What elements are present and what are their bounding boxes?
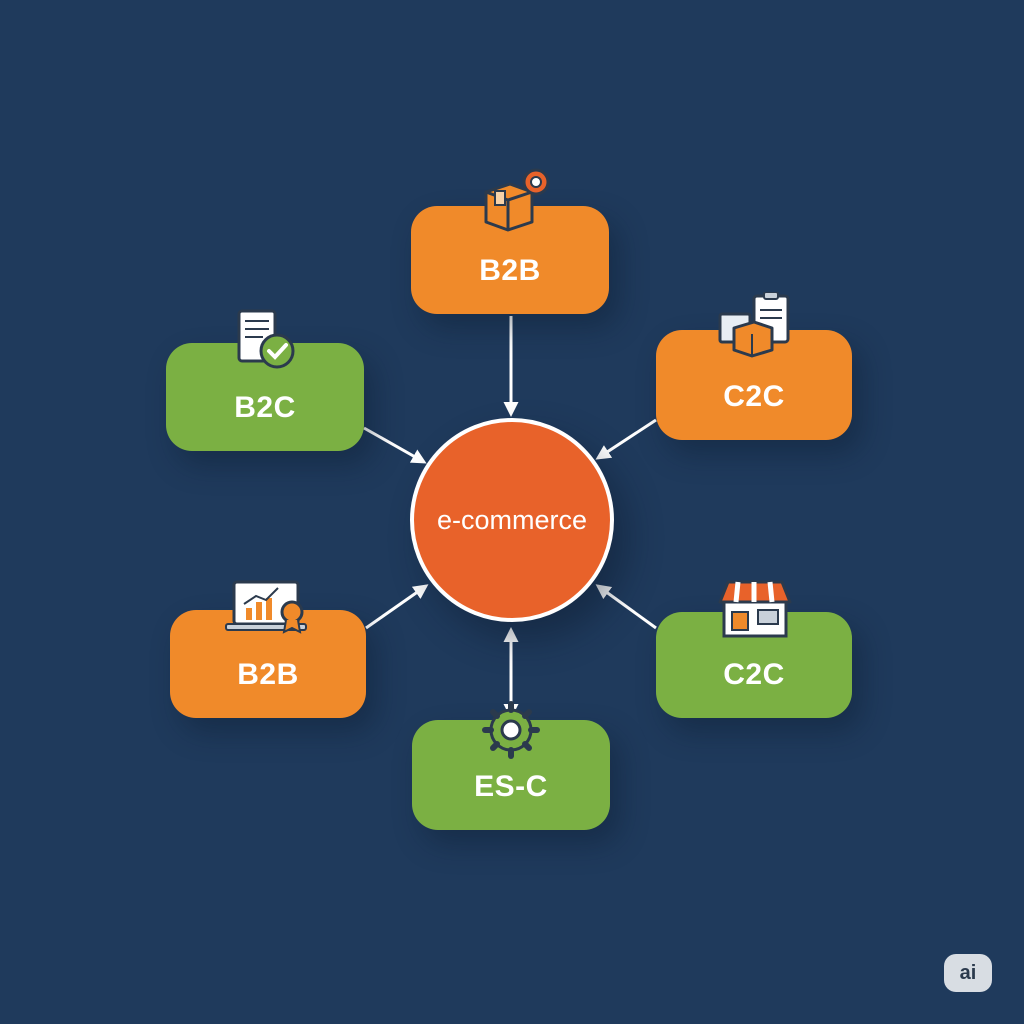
arrow-left-top <box>363 426 427 464</box>
node-c2c-right-bottom[interactable]: C2C <box>656 580 852 718</box>
ai-badge: ai <box>944 954 992 992</box>
gear-icon <box>482 701 540 759</box>
node-label: C2C <box>723 380 785 413</box>
hub-ecommerce[interactable]: e-commerce <box>410 418 614 622</box>
arrow-left-bottom <box>365 584 429 630</box>
node-label: B2B <box>237 658 299 691</box>
ai-badge-label: ai <box>959 961 977 984</box>
document-check-icon <box>237 309 295 369</box>
node-esc-bottom[interactable]: ES-C <box>412 701 610 830</box>
node-b2b-left-bottom[interactable]: B2B <box>170 580 366 718</box>
box-gear-icon <box>484 168 550 232</box>
node-c2c-right-top[interactable]: C2C <box>656 292 852 440</box>
node-label: B2B <box>479 254 541 287</box>
node-b2b-top[interactable]: B2B <box>411 168 609 314</box>
laptop-chart-icon <box>225 580 307 634</box>
arrow-right-top <box>595 418 657 460</box>
storefront-icon <box>718 580 792 638</box>
arrow-right-bottom <box>595 584 657 630</box>
node-label: C2C <box>723 658 785 691</box>
node-label: ES-C <box>474 770 548 803</box>
clipboard-box-icon <box>718 292 790 358</box>
node-label: B2C <box>234 391 296 424</box>
hub-label: e-commerce <box>436 504 588 535</box>
node-b2c-left[interactable]: B2C <box>166 309 364 451</box>
